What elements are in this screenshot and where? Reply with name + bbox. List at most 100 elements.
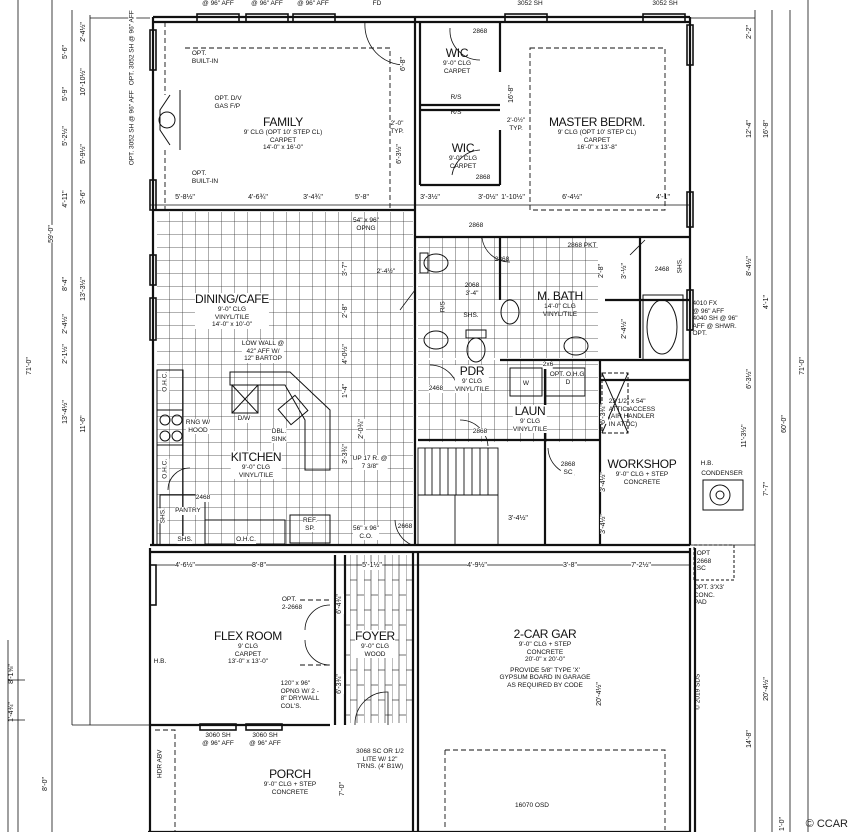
note-line: @ 96" AFF <box>692 307 725 315</box>
dim-label: 2'-0¾" <box>358 419 366 439</box>
range-note: RNG W/HOOD <box>185 419 211 434</box>
room-floor: CARPET <box>269 136 297 144</box>
dim-label: 5'-1½" <box>362 562 382 570</box>
window-label: @ 96" AFF <box>251 0 283 8</box>
window-size: 3052 SH <box>517 0 543 7</box>
dim-label: 2'-1½" <box>62 344 69 364</box>
overhead-cabinet-label: O.H.C. <box>161 458 169 479</box>
room-floor: VINYL/TILE <box>214 313 250 321</box>
room-floor: CARPET <box>583 136 611 144</box>
opt-window-label: OPT. 3052 SH @ 96" AFF <box>128 90 136 166</box>
low-wall-note: LOW WALL @42" AFF W/12" BARTOP <box>241 340 285 363</box>
door-label: 2868 <box>475 174 491 181</box>
wall-label: 2x6 <box>542 361 554 369</box>
dim-label: 4'-6½" <box>175 562 195 570</box>
room-floor: WOOD <box>364 650 386 658</box>
dim-label: 4'-9½" <box>467 562 487 570</box>
dim-label: 6'-4½" <box>562 194 582 201</box>
opt-built-in-note: OPT.BUILT-IN <box>192 50 218 65</box>
room-size: 16'-0" x 13'-8" <box>577 144 617 151</box>
note-line: IN ATTIC) <box>608 420 638 428</box>
note-line: 2-2668 <box>281 603 303 611</box>
note-line: 4040 SH @ 96" <box>692 315 738 322</box>
dim-label: 11'-3½" <box>741 424 748 448</box>
tile-floor-laundry <box>418 360 598 442</box>
dim-label: 13'-3½" <box>80 277 87 301</box>
note-line: BUILT-IN <box>191 57 219 65</box>
dim-label: 2'-4½" <box>621 319 629 339</box>
note-line: 7 3/8" <box>361 462 379 470</box>
note-line: HOOD <box>188 426 208 434</box>
dim-label: 8'-8" <box>252 562 266 570</box>
note-line: C.O. <box>359 532 373 540</box>
stair-note: UP 17 R. @7 3/8" <box>352 455 388 470</box>
note-line: 54" x 96" <box>353 217 379 224</box>
room-floor: CONCRETE <box>623 478 661 486</box>
note-line: 120" x 96" <box>280 680 311 687</box>
note-line: SC <box>696 565 706 572</box>
stairs <box>417 447 499 546</box>
dim-label: 20'-4½" <box>763 677 770 701</box>
header-above-label: HDR ABV <box>156 749 164 779</box>
room-size: 13'-0" x 13'-0" <box>228 658 268 665</box>
dim-label: 4'-11" <box>62 190 69 208</box>
opt-built-in-note: OPT.BUILT-IN <box>192 170 218 185</box>
opt-overhead-cabinet: OPT. O.H.G.D <box>550 371 586 386</box>
room-floor: CONCRETE <box>271 788 309 796</box>
dim-label: 6'-8" <box>400 57 408 71</box>
note-line: COL'S. <box>280 702 302 710</box>
dim-label: 2'-4½" <box>62 314 69 334</box>
opt-window-label: OPT. 3052 SH @ 96" AFF <box>128 10 136 86</box>
dim-label: 8'-4" <box>62 277 69 291</box>
room-ceiling: 9' CLG (OPT 10' STEP CL) <box>557 129 637 136</box>
dim-label: 1'-4" <box>342 384 350 398</box>
room-floor: CONCRETE <box>526 648 564 656</box>
note-line: GAS F/P <box>214 102 241 110</box>
dim-label: 7'-0" <box>339 782 347 796</box>
note-line: OPT. <box>281 596 297 603</box>
copyright-sds: © 2019 SDS <box>694 673 702 710</box>
window-label: 3060 SH@ 96" AFF <box>202 732 234 747</box>
room-floor: CARPET <box>234 650 262 658</box>
door-label: 2868 <box>472 428 488 436</box>
note-line: LITE W/ 12" <box>362 755 398 763</box>
note-line: OPT. 3'X3' <box>693 584 725 591</box>
tile-floor-dining-kitchen <box>157 212 413 544</box>
shelves-label: SHS. <box>159 508 167 524</box>
dim-label: 8'-0" <box>42 777 49 791</box>
note-line: OPT <box>696 550 711 557</box>
rod-shelf-label: R/S <box>450 94 462 101</box>
dim-label: 2'-4½" <box>80 22 87 42</box>
dim-label: 2'-0"TYP. <box>390 120 404 135</box>
sink-note: DBL.SINK <box>271 428 287 443</box>
note-line: (AIR HANDLER <box>608 413 655 420</box>
dishwasher-label: D/W <box>237 415 251 423</box>
note-line: OPNG <box>356 224 376 232</box>
door-label: 2468 <box>428 385 444 393</box>
french-door-label: FD <box>372 0 382 7</box>
door-label: 2868 <box>468 222 484 229</box>
dim-label: 71'-0" <box>799 357 807 375</box>
note-line: 3060 SH <box>205 732 231 739</box>
note-line: UP 17 R. @ <box>352 455 388 462</box>
note-line: OPT. <box>191 170 207 177</box>
dim-label: 16'-8" <box>508 85 516 103</box>
room-ceiling: 9' CLG (OPT 10' STEP CL) <box>243 129 323 136</box>
dim-label: 6'-4¾" <box>336 594 344 614</box>
fridge-space-label: REF.SP. <box>302 517 318 532</box>
opt-door-note: OPT.2-2668 <box>282 596 302 611</box>
rod-shelf-label: R/S <box>439 301 447 313</box>
room-ceiling: 9'-0" CLG <box>241 464 271 471</box>
dim-label: 16'-8" <box>763 120 770 138</box>
conc-pad-note: OPT. 3'X3'CONC.PAD <box>694 584 724 607</box>
dim-label: 3'-6" <box>80 190 87 204</box>
dim-label: 6'-3¾" <box>600 404 608 424</box>
watermark-ccar: © CCAR <box>805 818 848 830</box>
